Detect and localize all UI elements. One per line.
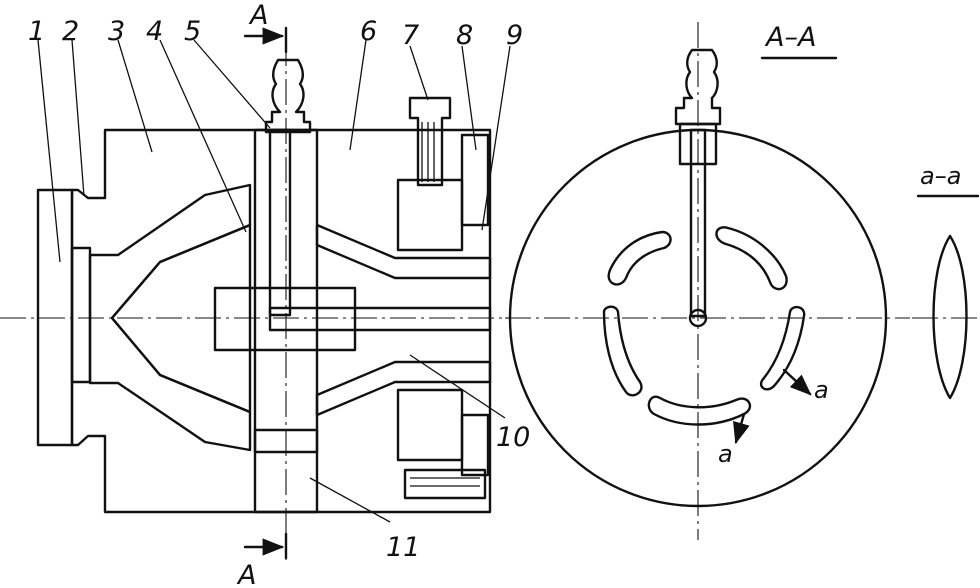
label-part-10: 10 xyxy=(496,422,530,453)
section-mark-top: A xyxy=(248,0,268,31)
label-part-11: 11 xyxy=(386,532,420,563)
label-part-8: 8 xyxy=(456,20,473,51)
lower-seal xyxy=(460,413,490,477)
label-part-6: 6 xyxy=(360,16,377,47)
arrow-label-bottom: a xyxy=(718,440,733,468)
detail-title: a–a xyxy=(920,162,961,190)
label-part-7: 7 xyxy=(402,20,419,51)
lens-profile xyxy=(932,234,968,400)
label-part-2: 2 xyxy=(62,16,79,47)
label-part-3: 3 xyxy=(108,16,125,47)
outlet-channel-lower xyxy=(315,360,492,417)
upper-insert xyxy=(396,178,464,252)
longitudinal-section: 1 2 3 4 5 6 7 8 9 10 11 A A xyxy=(0,0,530,588)
lower-insert xyxy=(396,388,464,462)
label-part-4: 4 xyxy=(146,16,163,47)
label-part-5: 5 xyxy=(184,16,201,47)
screw xyxy=(408,96,452,187)
label-part-9: 9 xyxy=(506,20,523,51)
grease-fitting xyxy=(264,58,312,134)
slot-upper-left xyxy=(607,230,672,286)
slot-bottom xyxy=(647,395,752,426)
axial-channel xyxy=(268,306,492,332)
housing-body xyxy=(70,128,492,514)
slot-left xyxy=(602,305,643,397)
slot-upper-right xyxy=(715,226,788,291)
end-flange xyxy=(36,188,74,447)
view-title: A–A xyxy=(764,22,816,53)
flow-arrow-bottom xyxy=(733,412,750,445)
flow-arrow-right xyxy=(782,368,812,396)
spool-bore xyxy=(268,128,292,317)
label-part-1: 1 xyxy=(28,16,45,47)
upper-seal xyxy=(460,133,490,227)
slot-right xyxy=(759,305,806,391)
cross-section-view: a a A–A xyxy=(505,22,910,540)
filter-disk xyxy=(70,246,92,384)
leader-lines xyxy=(37,39,511,523)
section-mark-bottom: A xyxy=(236,560,256,588)
shaft-hub xyxy=(213,286,357,352)
arrow-label-right: a xyxy=(814,376,829,404)
lower-screw xyxy=(403,468,487,500)
outlet-channel-upper xyxy=(315,223,492,280)
detail-section: a–a xyxy=(912,162,980,400)
